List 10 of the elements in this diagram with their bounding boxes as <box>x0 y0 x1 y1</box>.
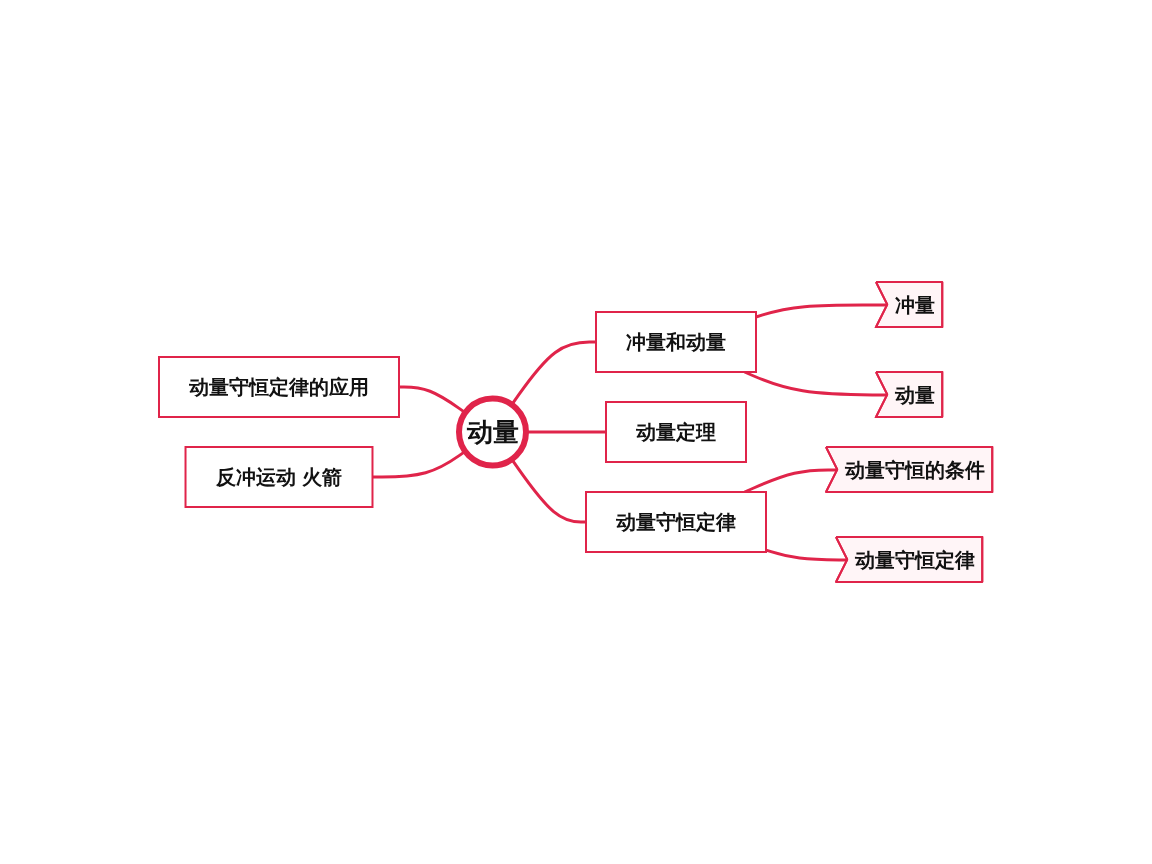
connector <box>526 430 607 434</box>
node-box: 动量定理 <box>605 401 748 463</box>
node-box: 冲量和动量 <box>595 311 758 373</box>
node-box: 动量守恒定律 <box>585 491 768 553</box>
connector <box>510 340 597 406</box>
node-box: 反冲运动 火箭 <box>184 446 374 508</box>
node-box: 动量守恒定律的应用 <box>158 356 401 418</box>
connector <box>510 458 587 524</box>
node-circle: 动量 <box>456 395 530 469</box>
connector <box>765 548 849 562</box>
